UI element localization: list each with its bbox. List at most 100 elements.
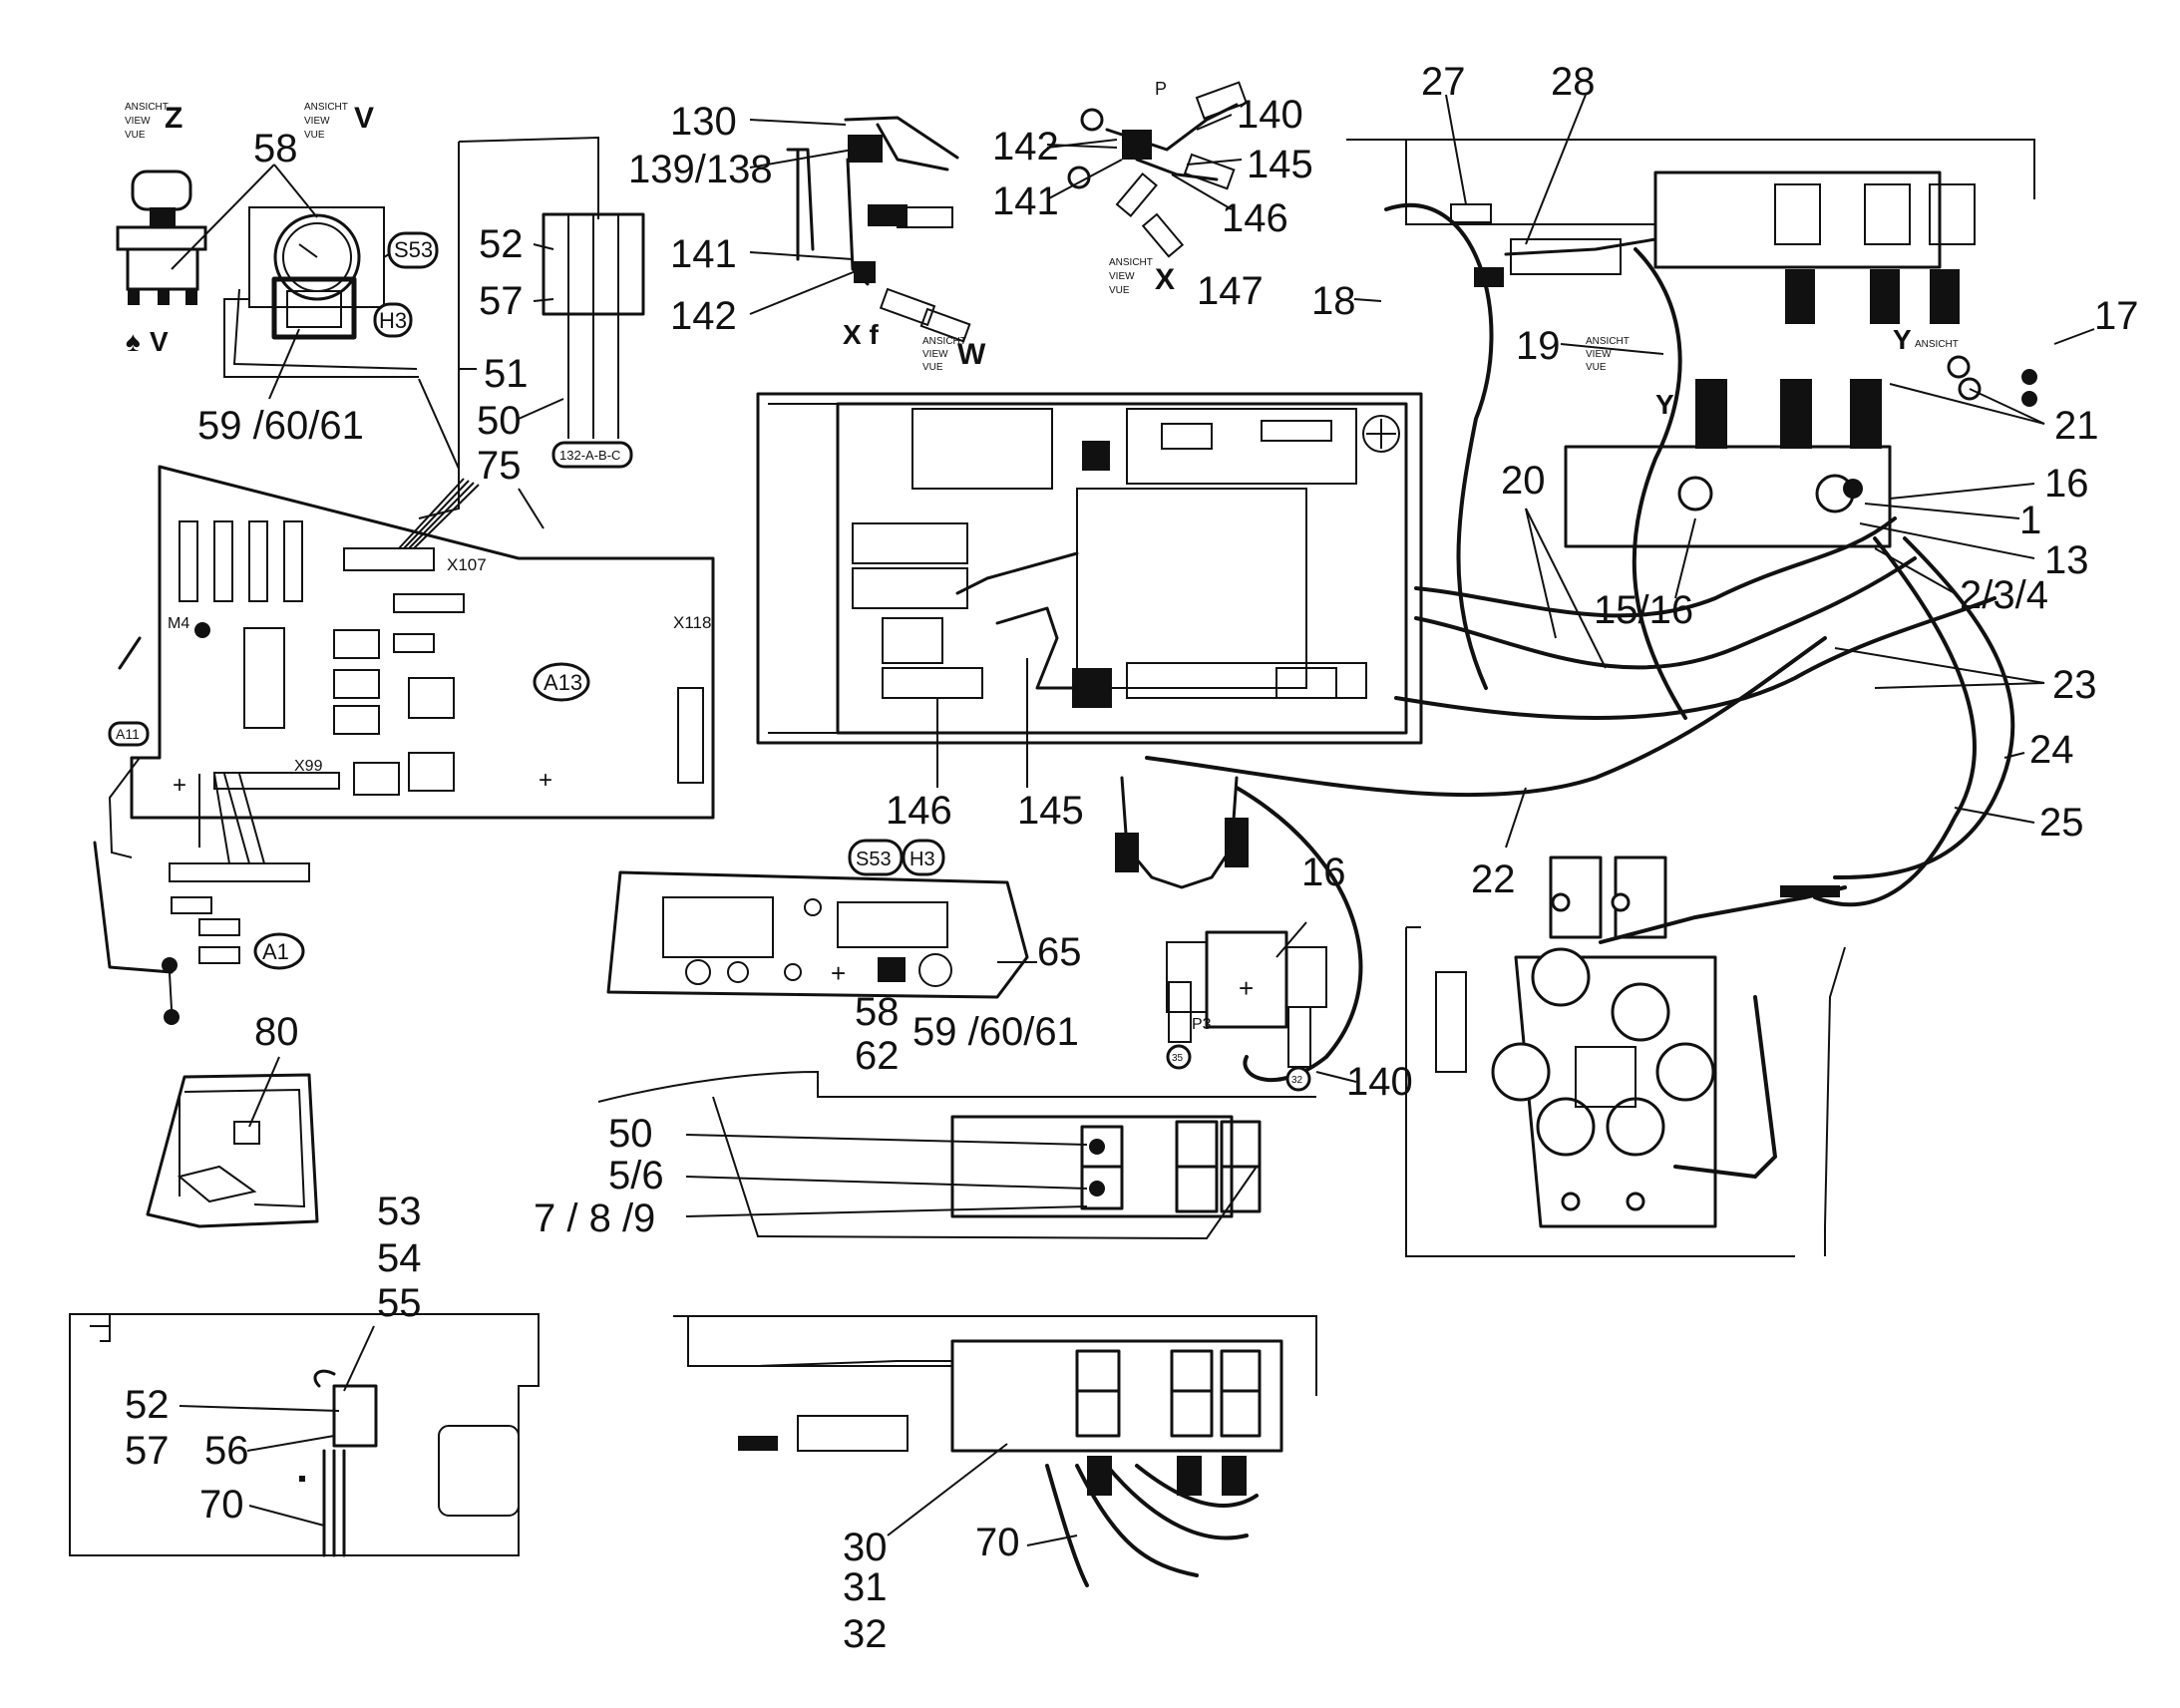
fitting-hose-3 — [1115, 171, 1158, 217]
callout-25: 25 — [2039, 801, 2084, 845]
lever-link-1 — [897, 206, 953, 228]
hose-22 — [1145, 636, 1827, 798]
callout-62: 62 — [855, 1034, 900, 1078]
leader-142a — [749, 270, 857, 315]
cabinet-relay-2 — [852, 567, 968, 609]
view-xf-id: X f — [843, 319, 879, 350]
x99-label: X99 — [294, 758, 323, 775]
a1-chip-3 — [198, 946, 240, 964]
callout-1: 1 — [2019, 499, 2041, 542]
lever-pivot — [854, 261, 876, 283]
pump-bracket — [1435, 971, 1467, 1073]
view-v-caption: ANSICHT — [304, 102, 348, 113]
x107-label: X107 — [447, 555, 487, 574]
lever-bracket-1 — [786, 148, 815, 251]
fittings-view-x: P ANSICHT VIEW VUE X — [1067, 79, 1249, 296]
fitting-hub — [1122, 130, 1152, 160]
valve-port-3 — [1843, 479, 1863, 499]
leader-21 — [1889, 383, 2045, 425]
pump-port-5 — [1536, 1097, 1596, 1157]
view-v-sub1: VIEW — [304, 116, 330, 127]
callouts: 58 59 /60/61 52 57 51 50 75 130 139/138 … — [125, 60, 2139, 1656]
callout-58a: 58 — [253, 127, 298, 171]
relay-col-4 — [283, 520, 303, 602]
display-1 — [1161, 423, 1213, 450]
callout-145b: 145 — [1017, 789, 1084, 833]
pump-hose-sleeve — [1780, 885, 1840, 897]
hose-18 — [1384, 202, 1494, 690]
callout-31: 31 — [843, 1565, 888, 1609]
switch-pin-1 — [128, 289, 140, 305]
leader-50a — [518, 398, 564, 420]
panel-80-inner — [183, 1088, 306, 1208]
cabinet-side — [69, 1313, 540, 1557]
leader-16a — [1889, 483, 2035, 500]
s53-leader — [383, 253, 390, 258]
callout-130: 130 — [670, 100, 737, 144]
leader-56a — [685, 1176, 1088, 1190]
cabinet-assembly — [756, 392, 1423, 745]
plate-bot-stem-3 — [1222, 1456, 1247, 1496]
leader-234 — [1874, 547, 1956, 594]
callout-141a: 141 — [670, 232, 737, 276]
panel-65-outline — [606, 870, 1029, 999]
leader-140a — [1196, 114, 1233, 131]
panel-hole-4 — [804, 898, 822, 916]
side-panel-tab — [90, 1314, 111, 1342]
callout-65: 65 — [1037, 930, 1082, 974]
pump-body — [1514, 955, 1717, 1228]
leader-146a — [1171, 173, 1233, 210]
plate-top-edge — [1346, 139, 2035, 199]
leader-21-2 — [1969, 388, 2045, 425]
callout-52b: 52 — [125, 1383, 170, 1427]
p3-out-2 — [1287, 1006, 1311, 1068]
circuit-board-a13: X107 X118 X99 M4 A13 + + A11 A1 — [93, 465, 715, 1025]
switch-stem — [150, 207, 176, 227]
pump-frame-right — [1824, 946, 1846, 1256]
valve-stem-2 — [1870, 269, 1900, 324]
view-z-id: Z — [165, 102, 182, 135]
view-y-caption: ANSICHT — [1915, 339, 1959, 350]
relay-k1 — [333, 629, 380, 659]
callout-1516: 15/16 — [1594, 588, 1693, 632]
p3-fitting-1 — [1115, 833, 1139, 872]
bundle-text: 132-A-B-C — [559, 448, 620, 463]
callout-50a: 50 — [477, 399, 522, 443]
callout-55: 55 — [377, 1281, 422, 1325]
side-terminal-wires — [322, 1449, 346, 1557]
callout-53: 53 — [377, 1190, 422, 1233]
hose-runs — [1145, 202, 2015, 1083]
leader-139 — [749, 149, 854, 169]
panel-switch-58 — [878, 957, 906, 982]
cabinet-relay-1 — [852, 522, 968, 564]
h3-lamp-body — [271, 276, 357, 340]
leader-58a-2 — [273, 164, 318, 218]
control-panel-1 — [911, 408, 1053, 490]
leader-140b — [1315, 1071, 1357, 1083]
view-y2-sub2: VUE — [1586, 362, 1607, 373]
s53-text: S53 — [394, 237, 433, 262]
callout-59a: 59 /60/61 — [197, 404, 364, 448]
a1-chip-1 — [171, 896, 212, 914]
pump-coil-1 — [1549, 855, 1603, 939]
view-v-arrow: ♠ — [126, 326, 141, 357]
lever-assembly-w: X f ANSICHT VIEW VUE W — [786, 116, 986, 373]
hose-25 — [1813, 536, 1977, 907]
lever-block-1 — [848, 135, 883, 163]
pump-coil-port-61 — [1611, 892, 1631, 912]
panel-plus: + — [831, 958, 846, 988]
view-v-gauge: ANSICHT VIEW VUE V S53 H3 — [223, 102, 439, 378]
plate-bot-coil-2b — [1170, 1389, 1214, 1438]
callout-70a: 70 — [199, 1483, 244, 1527]
port-circle-20 — [1080, 108, 1104, 132]
callout-32: 32 — [843, 1612, 888, 1656]
relay-k5 — [353, 762, 400, 796]
callout-56a: 5/6 — [608, 1154, 664, 1197]
leader-23-2 — [1874, 682, 2045, 689]
p3-fitting-2 — [1225, 818, 1249, 867]
callout-141b: 141 — [992, 179, 1059, 223]
x99-connector — [213, 772, 340, 790]
relay-col-2 — [213, 520, 233, 602]
leader-70a — [248, 1505, 325, 1527]
